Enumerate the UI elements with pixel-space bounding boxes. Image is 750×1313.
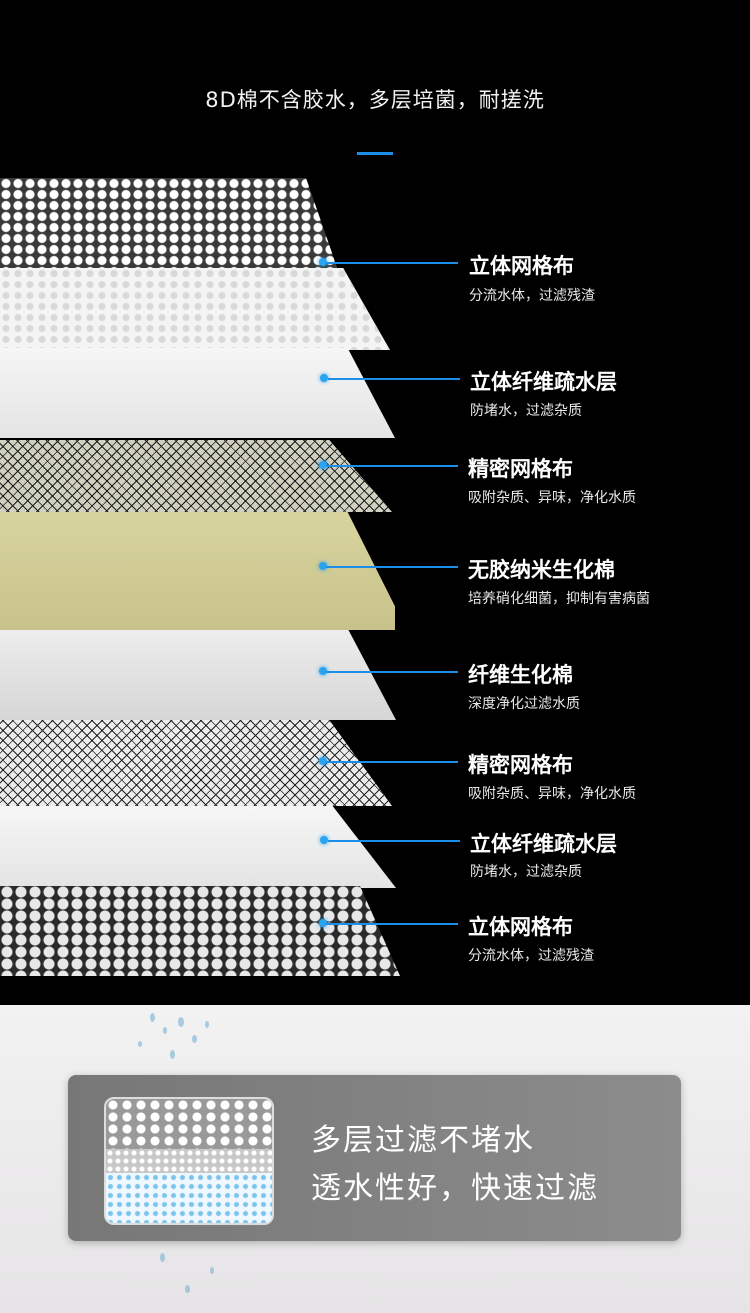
layer-8-dot bbox=[319, 919, 327, 927]
layer-8-desc: 分流水体，过滤残渣 bbox=[468, 948, 594, 964]
layer-2-dot bbox=[320, 374, 328, 382]
summary-section: 多层过滤不堵水 透水性好，快速过滤 bbox=[0, 1005, 750, 1313]
water-drop bbox=[192, 1035, 197, 1043]
layer-7-title: 立体纤维疏水层 bbox=[470, 832, 617, 856]
water-drop bbox=[205, 1021, 209, 1028]
water-drop bbox=[210, 1267, 214, 1274]
layer-diagram-section: 8D棉不含胶水，多层培菌，耐搓洗 立体网格布 分流水体，过滤残渣 立体纤维疏水层… bbox=[0, 88, 650, 976]
water-drop bbox=[163, 1027, 167, 1034]
layer-5-title: 纤维生化棉 bbox=[468, 663, 573, 687]
filter-icon-top bbox=[106, 1099, 272, 1149]
layer-4-leader bbox=[326, 566, 458, 568]
layer-5-leader bbox=[326, 671, 458, 673]
layer-4-desc: 培养硝化细菌，抑制有害病菌 bbox=[468, 591, 650, 607]
layer-2-title: 立体纤维疏水层 bbox=[470, 370, 617, 394]
layer-3-title: 精密网格布 bbox=[468, 457, 573, 481]
layer-4-title: 无胶纳米生化棉 bbox=[468, 558, 615, 582]
water-drop bbox=[138, 1041, 142, 1047]
headline: 8D棉不含胶水，多层培菌，耐搓洗 bbox=[205, 88, 545, 112]
panel-line-1: 多层过滤不堵水 bbox=[311, 1123, 535, 1158]
layer-8-title: 立体网格布 bbox=[468, 915, 573, 939]
layer-6-dot bbox=[319, 757, 327, 765]
layer-1-leader bbox=[326, 262, 458, 264]
layer-3-leader bbox=[326, 465, 458, 467]
accent-bar bbox=[357, 152, 393, 155]
layer-precision-mesh bbox=[0, 440, 392, 512]
layer-fiber-cotton bbox=[0, 630, 396, 720]
filter-layers-icon bbox=[104, 1097, 274, 1225]
water-drop bbox=[160, 1253, 165, 1262]
layer-4-dot bbox=[319, 562, 327, 570]
layer-6-leader bbox=[326, 761, 458, 763]
summary-panel: 多层过滤不堵水 透水性好，快速过滤 bbox=[68, 1075, 681, 1241]
panel-line-2: 透水性好，快速过滤 bbox=[311, 1171, 599, 1206]
layer-5-dot bbox=[319, 667, 327, 675]
layer-3-dot bbox=[319, 461, 327, 469]
layer-2-leader bbox=[328, 378, 460, 380]
layer-3-desc: 吸附杂质、异味，净化水质 bbox=[468, 490, 636, 506]
layer-8-leader bbox=[326, 923, 458, 925]
layer-1-title: 立体网格布 bbox=[469, 254, 574, 278]
layer-7-desc: 防堵水，过滤杂质 bbox=[470, 864, 582, 880]
layer-5-desc: 深度净化过滤水质 bbox=[468, 696, 580, 712]
layer-1-dot bbox=[319, 258, 327, 266]
layer-nano-cotton bbox=[0, 512, 395, 630]
water-drop bbox=[185, 1285, 190, 1293]
layer-2-desc: 防堵水，过滤杂质 bbox=[470, 403, 582, 419]
layer-hex-mesh-top bbox=[0, 178, 340, 276]
layer-hydrophobic-sheet-2 bbox=[0, 806, 396, 888]
layer-hex-mesh-top-white bbox=[0, 268, 390, 350]
water-drop bbox=[178, 1017, 184, 1027]
water-drop bbox=[170, 1050, 175, 1059]
layer-6-title: 精密网格布 bbox=[468, 753, 573, 777]
filter-icon-bottom bbox=[106, 1173, 272, 1223]
layer-hex-mesh-bottom bbox=[0, 886, 400, 976]
layer-1-desc: 分流水体，过滤残渣 bbox=[469, 288, 595, 304]
filter-icon-mid bbox=[106, 1149, 272, 1173]
layer-7-dot bbox=[320, 836, 328, 844]
layer-7-leader bbox=[328, 840, 460, 842]
water-drop bbox=[150, 1013, 155, 1022]
layer-precision-mesh-2 bbox=[0, 720, 392, 806]
layer-6-desc: 吸附杂质、异味，净化水质 bbox=[468, 786, 636, 802]
layer-hydrophobic-sheet bbox=[0, 348, 395, 438]
